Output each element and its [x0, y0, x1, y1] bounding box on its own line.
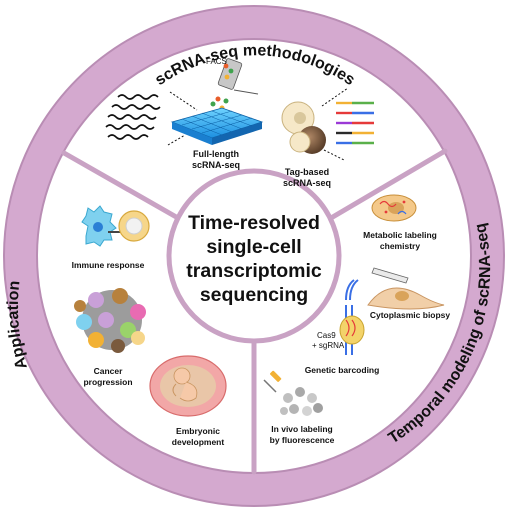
center-circle — [166, 168, 342, 344]
embryo-label-1: Embryonic — [176, 426, 220, 436]
metabolic-labeling-cell-icon — [371, 194, 417, 222]
in-vivo-label-1: In vivo labeling — [271, 424, 332, 434]
embryo-label-2: development — [172, 437, 225, 447]
facs-label: FACS — [206, 57, 227, 66]
dotted-lines — [167, 91, 198, 146]
center-title-line3: transcriptomic — [186, 260, 322, 282]
section-dividers — [61, 148, 448, 475]
center-title-line2: single-cell — [206, 236, 301, 258]
biopsy-label: Cytoplasmic biopsy — [370, 310, 451, 320]
embryo-icon — [149, 355, 227, 417]
cancer-label-2: progression — [83, 377, 132, 387]
metabolic-label-2: chemistry — [380, 241, 420, 251]
rna-transcripts-icon — [105, 94, 161, 140]
tag-based-label-2: scRNA-seq — [283, 178, 331, 188]
in-vivo-label-2: by fluorescence — [270, 435, 335, 445]
cas9-label-2: + sgRNA — [312, 341, 345, 350]
center-title-line1: Time-resolved — [188, 212, 320, 234]
cas9-label-1: Cas9 — [317, 331, 336, 340]
cancer-label-1: Cancer — [94, 366, 124, 376]
genetic-barcoding-icon — [339, 279, 365, 355]
cancer-progression-icon — [74, 288, 146, 353]
in-vivo-labeling-icon — [263, 370, 323, 416]
barcoded-transcripts-icon — [336, 101, 374, 145]
center-title-line4: sequencing — [200, 284, 308, 306]
full-length-label-2: scRNA-seq — [192, 160, 240, 170]
cytoplasmic-biopsy-icon — [367, 267, 445, 310]
full-length-label-1: Full-length — [193, 149, 239, 159]
microwell-chip-icon — [170, 107, 264, 145]
tag-based-label-1: Tag-based — [285, 167, 329, 177]
facs-icon — [210, 58, 259, 111]
immune-response-icon — [81, 205, 150, 247]
barcoding-label: Genetic barcoding — [305, 365, 380, 375]
immune-label: Immune response — [72, 260, 145, 270]
metabolic-label-1: Metabolic labeling — [363, 230, 437, 240]
tag-based-cells-icon — [281, 101, 326, 154]
tag-dotted-lines — [321, 87, 349, 161]
